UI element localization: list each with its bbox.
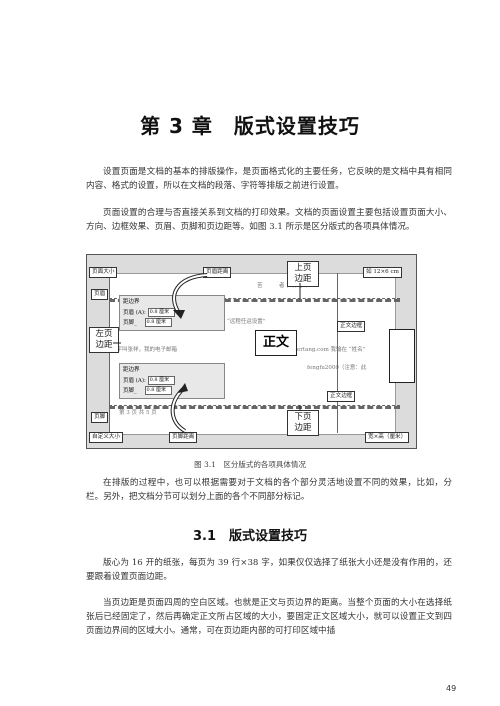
intro-paragraph-2: 页面设置的合理与否直接关系到文档的打印效果。文档的页面设置主要包括设置页面大小、… xyxy=(86,208,452,232)
header-distance-input[interactable]: 0.8 厘米 xyxy=(147,308,175,317)
size-example-label: 如 12×6 cm xyxy=(363,267,402,278)
header-boundary-line xyxy=(109,298,400,302)
body-paragraph: 在排版的过程中，也可以根据需要对于文档的各个部分灵活地设置不同的效果，比如，分栏… xyxy=(86,478,452,502)
footer-label: 页脚 xyxy=(91,412,109,423)
right-margin-line xyxy=(337,273,338,433)
header-margin-dialog: 距边界 页眉 (A): 0.8 厘米 页脚_ 0.8 厘米 xyxy=(119,295,225,331)
section-paragraph-1: 版心为 16 开的纸张，每页为 39 行×38 字，如果仅仅选择了纸张大小还是没… xyxy=(86,558,452,582)
preview-text-line: 例：我的名字叫张祥，我的电子邮箱 xyxy=(89,347,178,353)
header-label: 页眉 xyxy=(91,289,109,300)
footer-distance-label: 页脚距离 xyxy=(169,432,198,443)
header-distance-input[interactable]: 0.8 厘米 xyxy=(147,376,175,385)
right-side-box xyxy=(389,329,415,383)
section-paragraph-2: 当页边距是页面四周的空白区域。也就是正文与页边界的距离。当整个页面的大小在选择纸… xyxy=(86,598,452,636)
dialog-title: 距边界 xyxy=(123,299,140,305)
figure-caption: 图 3.1 区分版式的各项具体情况 xyxy=(194,460,306,469)
preview-text-line: fengfu2000（注意：此 xyxy=(307,365,367,371)
text-border-label: 正文边框 xyxy=(337,321,366,332)
width-height-label: 宽×高（厘米） xyxy=(365,432,410,443)
layout-figure: 苦 者 ，杯七许 “远程任运设置” 例：我的名字叫张祥，我的电子邮箱 ertan… xyxy=(86,254,417,449)
footer-boundary-line xyxy=(109,405,400,409)
preview-header-text: 苦 者 ，杯七许 xyxy=(257,283,309,289)
chapter-title: 第 3 章 版式设置技巧 xyxy=(140,114,360,138)
header-distance-label: 页眉距离 xyxy=(203,267,232,278)
dialog-field-label: 页脚_ xyxy=(123,320,137,326)
callout-arrows xyxy=(113,273,301,433)
preview-text-line: ertang.com 我输在 “姓名” xyxy=(297,347,366,353)
page-border-label: 正文边框 xyxy=(327,391,356,402)
left-margin-line xyxy=(109,273,110,433)
dialog-field-label: 页眉 (A): xyxy=(123,378,146,384)
footer-distance-input[interactable]: 0.8 厘米 xyxy=(144,318,172,327)
custom-size-label: 自定义大小 xyxy=(89,432,123,443)
left-margin-label: 左页 边距 xyxy=(89,327,119,353)
intro-paragraph-1: 设置页面是文档的基本的排版操作，是页面格式化的主要任务，它反映的是文档中具有相同… xyxy=(86,167,452,191)
footer-margin-dialog: 距边界 页眉 (A): 0.8 厘米 页脚_ 0.8 厘米 xyxy=(119,363,225,399)
preview-text-line: “远程任运设置” xyxy=(227,319,266,325)
dialog-title: 距边界 xyxy=(123,367,140,373)
body-text-label: 正文 xyxy=(255,330,297,356)
bottom-margin-label: 下页 边距 xyxy=(287,410,319,436)
top-margin-label: 上页 边距 xyxy=(287,261,319,287)
section-title: 3.1 版式设置技巧 xyxy=(192,529,308,544)
dialog-field-label: 页脚_ xyxy=(123,388,137,394)
page-size-label: 页面大小 xyxy=(89,267,118,278)
page-number: 49 xyxy=(446,684,457,693)
dialog-field-label: 页眉 (A): xyxy=(123,310,146,316)
preview-footer-text: 第 3 页 共 5 页 xyxy=(119,410,157,416)
footer-distance-input[interactable]: 0.8 厘米 xyxy=(144,386,172,395)
